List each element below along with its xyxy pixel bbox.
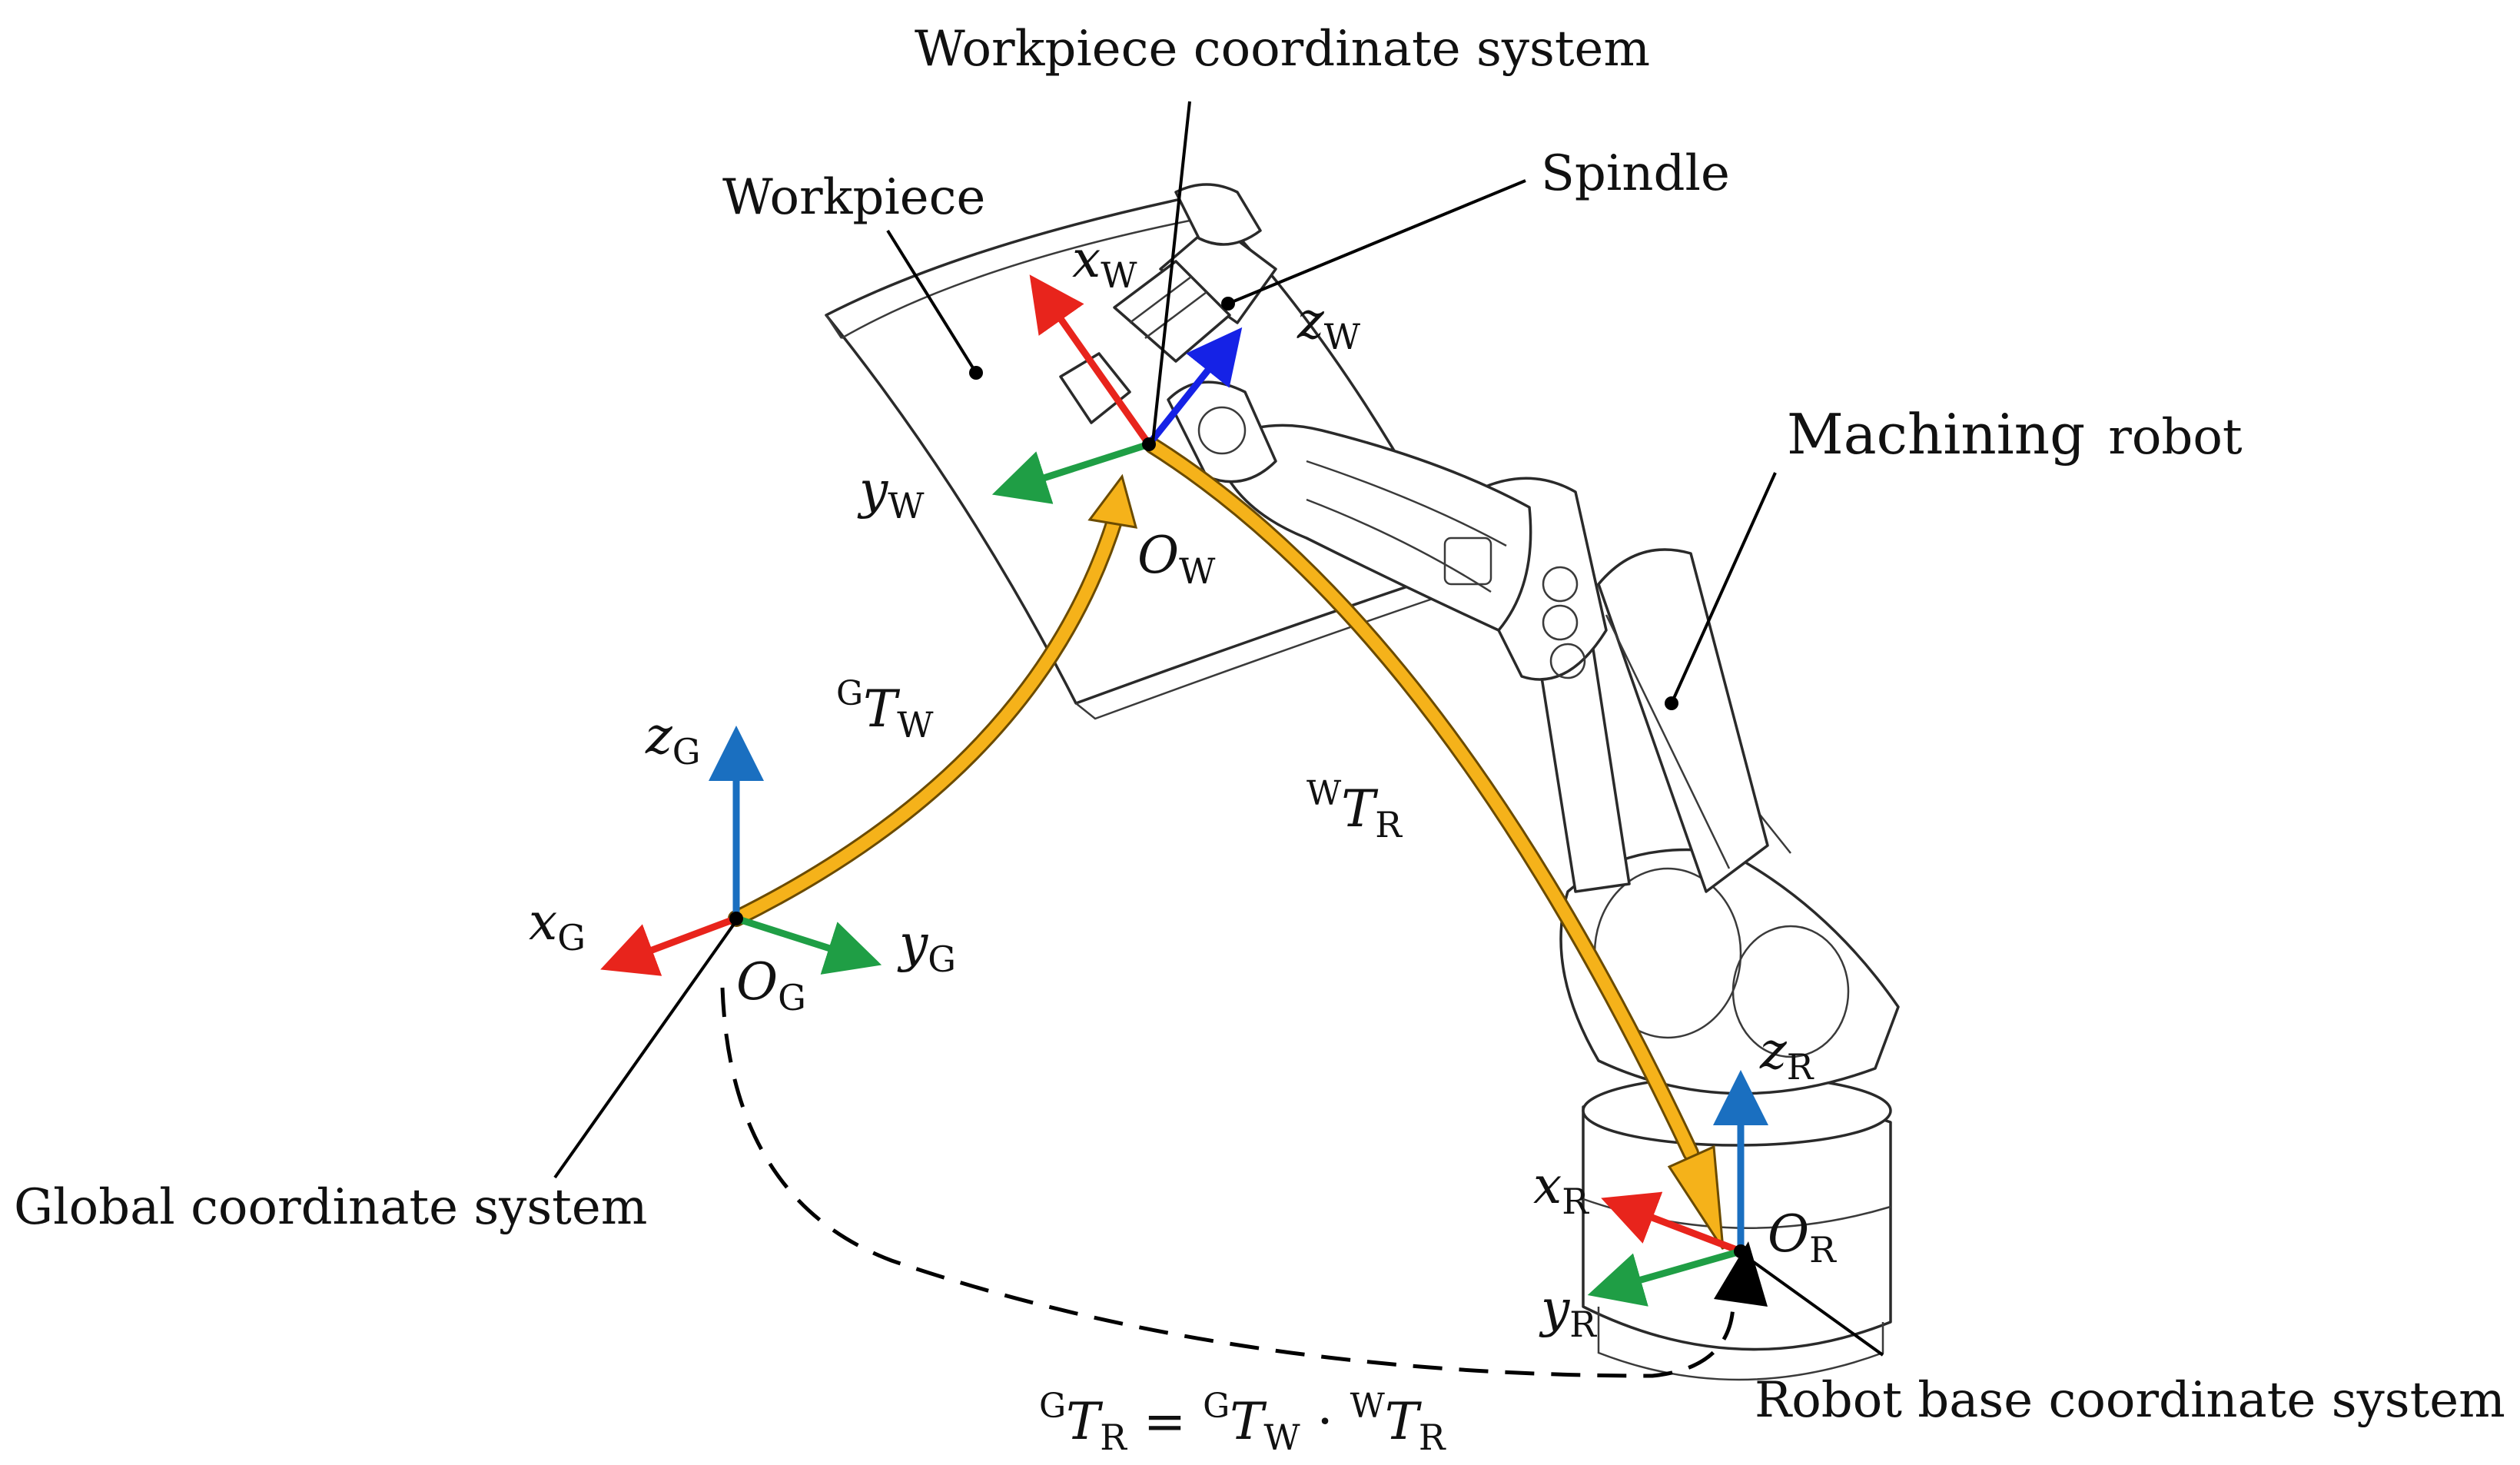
label-workpiece-coordinate-system: Workpiece coordinate system	[915, 21, 1650, 78]
origin-label-o-g: OG	[736, 952, 806, 1018]
label-machining-word: Machining	[1787, 402, 2085, 467]
transform-arrow-g-to-w	[728, 473, 1138, 927]
label-workpiece: Workpiece	[722, 169, 985, 226]
leader-global-cs	[553, 919, 738, 1179]
axis-label-z-w: zW	[1297, 291, 1361, 357]
origin-label-o-r: OR	[1768, 1204, 1837, 1271]
leader-robot-base-cs	[1741, 1253, 1884, 1357]
equation-composed-transform: GTR=GTW·WTR	[1039, 1387, 1446, 1458]
label-global-coordinate-system: Global coordinate system	[14, 1179, 647, 1236]
leader-spindle-dot	[1221, 297, 1235, 311]
origin-label-o-w: OW	[1137, 526, 1216, 592]
axis-label-x-g: xG	[529, 892, 586, 958]
leader-workpiece-cs	[1151, 101, 1191, 443]
axis-label-x-r: xR	[1533, 1156, 1589, 1222]
composed-transform-arrowhead	[1714, 1241, 1768, 1307]
leader-machining-robot	[1670, 472, 1777, 704]
leader-workpiece-dot	[969, 366, 983, 380]
leader-workpiece	[886, 229, 978, 374]
transform-label-g-t-w: GTW	[836, 674, 934, 746]
label-robot-base-coordinate-system: Robot base coordinate system	[1755, 1372, 2505, 1429]
machining-robot-drawing	[1059, 183, 1900, 1381]
transform-label-w-t-r: WTR	[1306, 774, 1403, 845]
axis-label-y-r: yR	[1539, 1279, 1597, 1345]
axis-label-z-r: zR	[1759, 1022, 1814, 1088]
leader-spindle	[1227, 179, 1526, 305]
workpiece-axes	[991, 274, 1243, 504]
transform-arrow-w-to-r	[1144, 437, 1725, 1250]
robot-base-axes	[1587, 1070, 1768, 1307]
axis-label-y-g: yG	[897, 914, 956, 980]
label-machining-robot: Machining robot	[1787, 402, 2243, 467]
global-axes	[600, 726, 882, 976]
leader-machining-robot-dot	[1665, 696, 1678, 710]
label-spindle: Spindle	[1541, 145, 1730, 202]
axis-label-y-w: yW	[857, 460, 925, 527]
label-robot-word: robot	[2108, 409, 2243, 466]
axis-label-z-g: zG	[645, 706, 701, 772]
composed-transform-dashed-path	[720, 987, 1735, 1378]
axis-label-x-w: xW	[1072, 230, 1137, 296]
